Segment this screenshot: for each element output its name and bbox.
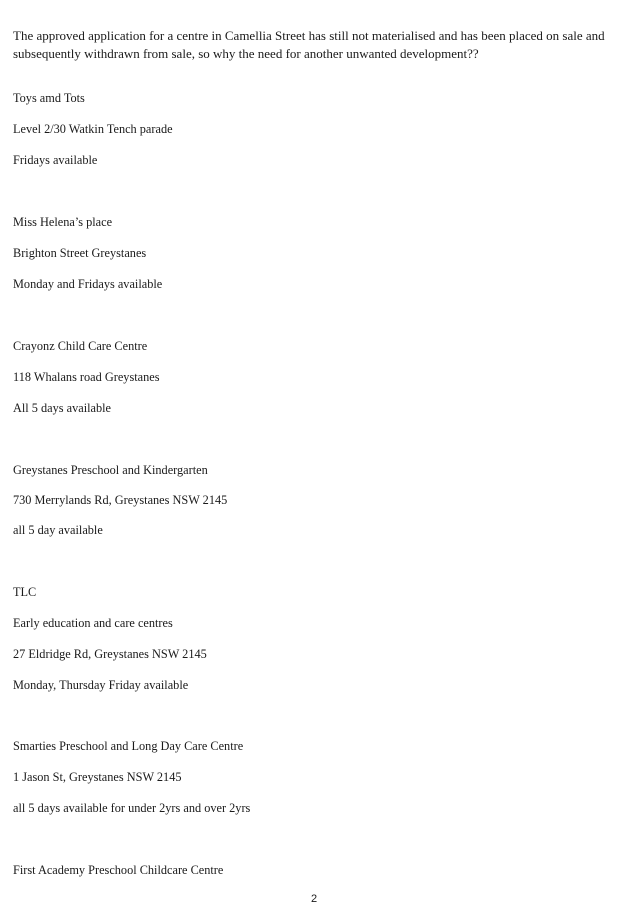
- centre-availability: all 5 days available for under 2yrs and …: [13, 801, 251, 815]
- centre-availability: Monday, Thursday Friday available: [13, 678, 189, 692]
- centre-name: Smarties Preschool and Long Day Care Cen…: [13, 739, 244, 753]
- centre-subtitle: Early education and care centres: [13, 616, 173, 630]
- centre-address: 1 Jason St, Greystanes NSW 2145: [13, 770, 182, 784]
- centre-address: Level 2/30 Watkin Tench parade: [13, 122, 173, 136]
- centre-name: Miss Helena’s place: [13, 215, 113, 229]
- centre-address: Brighton Street Greystanes: [13, 246, 147, 260]
- centre-name: Toys amd Tots: [13, 91, 85, 105]
- centre-availability: Monday and Fridays available: [13, 277, 163, 291]
- centre-address: 118 Whalans road Greystanes: [13, 370, 160, 384]
- centre-name: TLC: [13, 585, 37, 599]
- centre-availability: all 5 day available: [13, 523, 103, 537]
- centre-availability: All 5 days available: [13, 401, 112, 415]
- centre-address: 27 Eldridge Rd, Greystanes NSW 2145: [13, 647, 207, 661]
- intro-paragraph: The approved application for a centre in…: [13, 28, 605, 61]
- centre-address: 730 Merrylands Rd, Greystanes NSW 2145: [13, 493, 228, 507]
- centre-name: Greystanes Preschool and Kindergarten: [13, 463, 208, 477]
- centre-name: First Academy Preschool Childcare Centre: [13, 863, 224, 877]
- centre-availability: Fridays available: [13, 153, 98, 167]
- centre-name: Crayonz Child Care Centre: [13, 339, 148, 353]
- page-number: 2: [311, 893, 318, 905]
